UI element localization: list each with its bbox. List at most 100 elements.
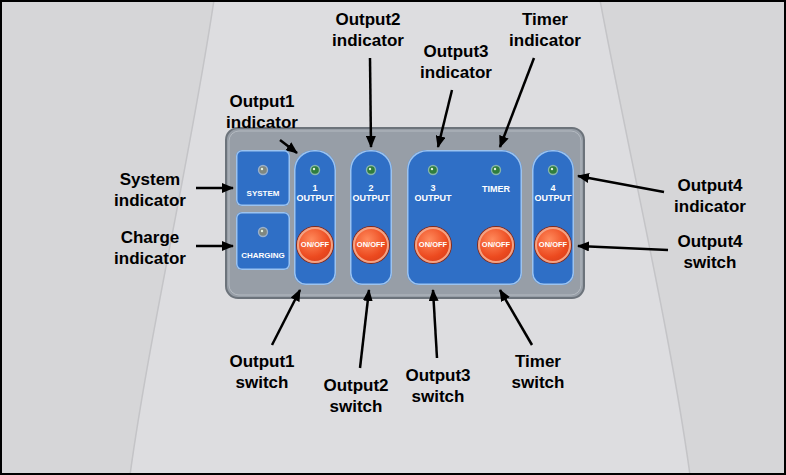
button-label: ON/OFF bbox=[539, 241, 567, 249]
text-holder: TIMER bbox=[482, 185, 510, 195]
led-glint bbox=[551, 168, 553, 170]
onoff-button: ON/OFF bbox=[353, 227, 389, 263]
button-label: ON/OFF bbox=[301, 241, 329, 249]
panel-text: TIMER bbox=[482, 185, 510, 195]
led-layer bbox=[236, 150, 290, 206]
text-holder: ON/OFF bbox=[301, 241, 329, 249]
callout-label: Charge indicator bbox=[114, 227, 186, 269]
led-layer bbox=[236, 212, 290, 270]
led-lens bbox=[429, 166, 437, 174]
button-label: ON/OFF bbox=[419, 241, 447, 249]
panel-text: 3 OUTPUT bbox=[415, 184, 452, 204]
leader-arrow bbox=[578, 246, 668, 250]
output-panel: 1 OUTPUT ON/OFF bbox=[294, 150, 336, 285]
text-holder: ON/OFF bbox=[419, 241, 447, 249]
led-rim bbox=[428, 165, 438, 175]
text-holder: CHARGING bbox=[241, 252, 285, 261]
text-holder: ON/OFF bbox=[539, 241, 567, 249]
callout-holder: Output2 indicator bbox=[332, 9, 404, 51]
onoff-button: ON/OFF bbox=[535, 227, 571, 263]
callout-label: Output2 switch bbox=[323, 375, 388, 417]
leader-arrow bbox=[578, 176, 664, 192]
indicator-led bbox=[491, 165, 501, 175]
led-rim bbox=[366, 165, 376, 175]
callout-holder: System indicator bbox=[114, 169, 186, 211]
led-layer bbox=[407, 150, 522, 285]
output-panel: 2 OUTPUT ON/OFF bbox=[350, 150, 392, 285]
indicator-led bbox=[548, 165, 558, 175]
callout-label: Output2 indicator bbox=[332, 9, 404, 51]
led-lens bbox=[259, 228, 267, 236]
led-rim bbox=[258, 227, 268, 237]
callout-holder: Charge indicator bbox=[114, 227, 186, 269]
callout-label: Output4 indicator bbox=[674, 175, 746, 217]
led-glint bbox=[494, 168, 496, 170]
text-holder: 2 OUTPUT bbox=[353, 184, 390, 204]
text-holder: 4 OUTPUT bbox=[535, 184, 572, 204]
housing-top bbox=[130, 0, 690, 475]
callout-label: Output4 switch bbox=[677, 231, 742, 273]
callout-holder: Output2 switch bbox=[323, 375, 388, 417]
callout-holder: Output3 indicator bbox=[420, 41, 492, 83]
leader-arrow bbox=[500, 290, 532, 345]
led-rim bbox=[491, 165, 501, 175]
text-holder: 3 OUTPUT bbox=[415, 184, 452, 204]
callout-label: Timer indicator bbox=[509, 9, 581, 51]
output-timer-panel: 3 OUTPUT TIMER ON/OFF ON/OFF bbox=[407, 150, 522, 285]
led-lens bbox=[492, 166, 500, 174]
text-holder: SYSTEM bbox=[247, 190, 280, 199]
led-layer bbox=[294, 150, 336, 285]
led-glint bbox=[261, 230, 263, 232]
led-rim bbox=[310, 165, 320, 175]
leader-arrow bbox=[360, 290, 369, 368]
led-lens bbox=[549, 166, 557, 174]
leader-arrow bbox=[370, 58, 371, 147]
panel-bevel bbox=[229, 131, 581, 295]
onoff-button: ON/OFF bbox=[478, 227, 514, 263]
callout-holder: Timer switch bbox=[512, 351, 565, 393]
callout-label: Output1 switch bbox=[229, 351, 294, 393]
led-glint bbox=[313, 168, 315, 170]
indicator-led bbox=[258, 227, 268, 237]
callout-holder: Output4 switch bbox=[677, 231, 742, 273]
callout-holder: Output4 indicator bbox=[674, 175, 746, 217]
control-panel bbox=[226, 128, 584, 298]
panel-text: CHARGING bbox=[241, 252, 285, 261]
panel-text: SYSTEM bbox=[247, 190, 280, 199]
indicator-led bbox=[366, 165, 376, 175]
onoff-button: ON/OFF bbox=[415, 227, 451, 263]
indicator-led bbox=[428, 165, 438, 175]
leader-arrow bbox=[433, 290, 437, 358]
callout-label: Output3 indicator bbox=[420, 41, 492, 83]
indicator-led bbox=[310, 165, 320, 175]
callout-holder: Timer indicator bbox=[509, 9, 581, 51]
callout-holder: Output3 switch bbox=[405, 365, 470, 407]
output-panel: 4 OUTPUT ON/OFF bbox=[532, 150, 574, 285]
callout-label: System indicator bbox=[114, 169, 186, 211]
callout-label: Output1 indicator bbox=[226, 91, 298, 133]
callout-label: Output3 switch bbox=[405, 365, 470, 407]
indicator-led bbox=[258, 165, 268, 175]
onoff-button: ON/OFF bbox=[297, 227, 333, 263]
panel-text: 1 OUTPUT bbox=[297, 184, 334, 204]
leader-arrow bbox=[272, 290, 300, 345]
leader-arrow bbox=[438, 90, 452, 147]
text-holder: ON/OFF bbox=[357, 241, 385, 249]
callout-holder: Output1 indicator bbox=[226, 91, 298, 133]
indicator-box: CHARGING bbox=[236, 212, 290, 270]
led-glint bbox=[431, 168, 433, 170]
led-lens bbox=[367, 166, 375, 174]
led-glint bbox=[261, 168, 263, 170]
led-layer bbox=[350, 150, 392, 285]
led-rim bbox=[258, 165, 268, 175]
panel-text: 4 OUTPUT bbox=[535, 184, 572, 204]
text-holder: ON/OFF bbox=[482, 241, 510, 249]
callout-label: Timer switch bbox=[512, 351, 565, 393]
led-lens bbox=[311, 166, 319, 174]
button-label: ON/OFF bbox=[357, 241, 385, 249]
